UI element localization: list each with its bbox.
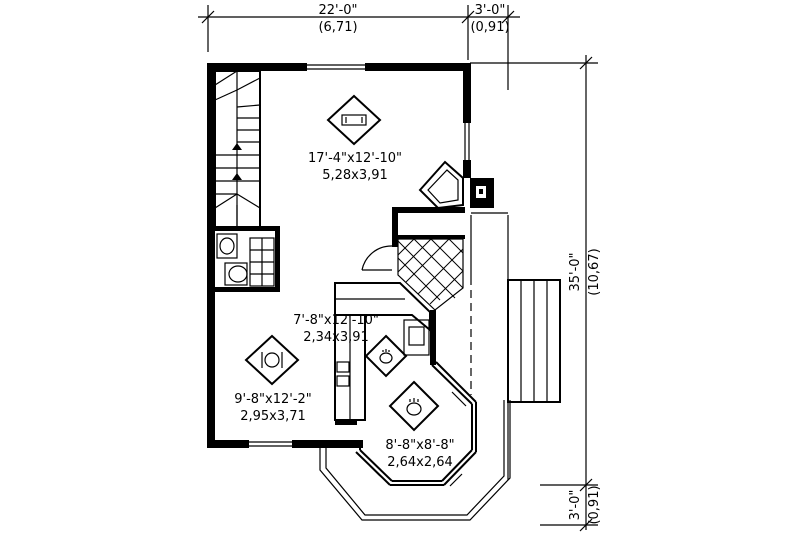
kitchen-size: 7'-8"x12'-10": [293, 313, 379, 328]
exterior-walls: [207, 63, 494, 448]
dining-room-size-metric: 2,95x3,71: [240, 409, 306, 424]
kitchen-counters: [334, 282, 436, 443]
living-room-size: 17'-4"x12'-10": [308, 151, 402, 166]
living-room-size-metric: 5,28x3,91: [322, 168, 388, 183]
teapot-icon: [364, 334, 408, 378]
breakfast-size-metric: 2,64x2,64: [387, 455, 453, 470]
right-dimension-metric: (10,67): [587, 248, 602, 295]
kitchen-size-metric: 2,34x3,91: [303, 330, 369, 345]
right-small-dimension: 3'-0": [568, 490, 583, 521]
top-dimension-metric: (6,71): [318, 20, 357, 35]
interior-walls: [361, 207, 465, 311]
dining-room-size: 9'-8"x12'-2": [234, 392, 312, 407]
fireplace: [418, 160, 464, 210]
right-dimension: 35'-0": [568, 252, 583, 291]
breakfast-size: 8'-8"x8'-8": [385, 438, 454, 453]
dimension-lines: [198, 5, 598, 532]
staircase: [214, 70, 261, 229]
deck-stairs: [507, 279, 561, 403]
top-dimension: 22'-0": [318, 3, 357, 18]
sofa-icon: [326, 94, 382, 146]
right-small-dimension-metric: (0,91): [587, 485, 602, 524]
teapot-icon-2: [388, 380, 440, 432]
breakfast-bay: [319, 361, 511, 521]
plate-cutlery-icon: [244, 334, 300, 386]
powder-room: [215, 226, 280, 292]
top-side-dimension-metric: (0,91): [470, 20, 509, 35]
top-side-dimension: 3'-0": [475, 3, 506, 18]
